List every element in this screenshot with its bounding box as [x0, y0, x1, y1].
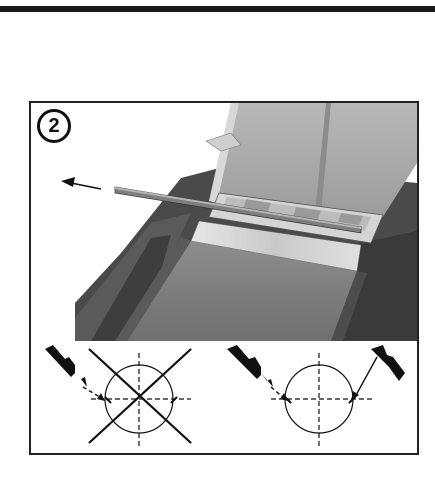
- wrong-setting-diagram: [45, 345, 192, 449]
- step-number-label: 2: [48, 115, 60, 137]
- figure-frame: 2: [29, 101, 419, 455]
- direction-arrow-icon: [61, 177, 102, 190]
- page-header-rule: [0, 6, 435, 12]
- straight-edge-ruler: [114, 186, 362, 234]
- planer-illustration: [31, 103, 417, 453]
- diagram-panel: [31, 341, 417, 453]
- outfeed-table: [205, 103, 417, 223]
- infeed-table: [115, 237, 367, 341]
- correct-setting-diagram: [227, 345, 405, 449]
- step-number-badge: 2: [37, 109, 71, 143]
